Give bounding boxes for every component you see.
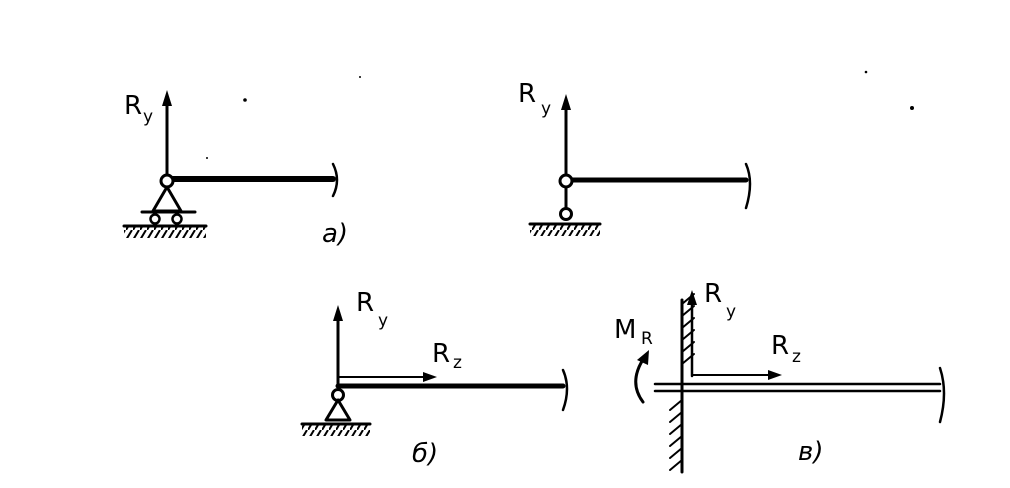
label-ry-2: R y bbox=[518, 79, 551, 119]
reaction-arrow-ry-b bbox=[333, 305, 343, 388]
svg-text:z: z bbox=[792, 347, 801, 367]
svg-text:y: y bbox=[143, 107, 153, 127]
ground-a bbox=[122, 224, 208, 238]
beam-v bbox=[653, 382, 942, 393]
scan-noise-dots bbox=[206, 70, 914, 159]
reaction-arrow-ry-v bbox=[687, 290, 697, 378]
diagram-roller-support: R y a) bbox=[122, 90, 348, 249]
svg-text:R: R bbox=[771, 331, 789, 361]
svg-text:R: R bbox=[518, 79, 536, 109]
reaction-arrow-ry-2 bbox=[561, 94, 571, 182]
beam-a-break-mark bbox=[331, 162, 339, 198]
caption-b: б) bbox=[412, 439, 438, 469]
diagram-link-support: R y bbox=[518, 79, 752, 236]
reaction-arrow-rz-b bbox=[337, 372, 437, 382]
svg-text:z: z bbox=[453, 353, 462, 373]
beam-v-break-mark bbox=[938, 366, 946, 424]
moment-arrow-mr bbox=[634, 350, 649, 404]
support-triangle-b bbox=[324, 398, 352, 422]
reaction-arrow-ry-a bbox=[162, 90, 172, 181]
hinge-2-bottom bbox=[559, 207, 573, 221]
svg-text:R: R bbox=[356, 288, 374, 318]
svg-text:y: y bbox=[726, 302, 736, 322]
diagram-fixed-support: R y R z M R в) bbox=[614, 279, 946, 474]
caption-a: a) bbox=[322, 219, 348, 249]
label-rz-b: R z bbox=[432, 339, 462, 373]
svg-text:R: R bbox=[704, 279, 722, 309]
svg-text:R: R bbox=[432, 339, 450, 369]
roller-a-2 bbox=[171, 213, 183, 225]
roller-a-1 bbox=[149, 213, 161, 225]
svg-text:y: y bbox=[541, 99, 551, 119]
beam-b-break-mark bbox=[561, 368, 569, 412]
hinge-a bbox=[159, 173, 175, 189]
label-rz-v: R z bbox=[771, 331, 801, 367]
label-ry-v: R y bbox=[704, 279, 736, 322]
svg-text:R: R bbox=[124, 91, 142, 121]
svg-text:y: y bbox=[378, 311, 388, 331]
label-ry-b: R y bbox=[356, 288, 388, 331]
support-triangle-a bbox=[151, 185, 183, 213]
svg-text:M: M bbox=[614, 315, 636, 345]
hinge-2-top bbox=[558, 173, 574, 189]
svg-text:R: R bbox=[641, 329, 653, 349]
ground-2 bbox=[528, 222, 602, 236]
beam-2-break-mark bbox=[744, 162, 752, 210]
caption-v: в) bbox=[798, 437, 823, 467]
label-mr: M R bbox=[614, 315, 653, 349]
label-ry-a: R y bbox=[124, 91, 153, 127]
ground-b bbox=[300, 422, 372, 436]
diagram-pinned-support: R y R z б) bbox=[300, 288, 569, 469]
reaction-arrow-rz-v bbox=[691, 370, 782, 380]
